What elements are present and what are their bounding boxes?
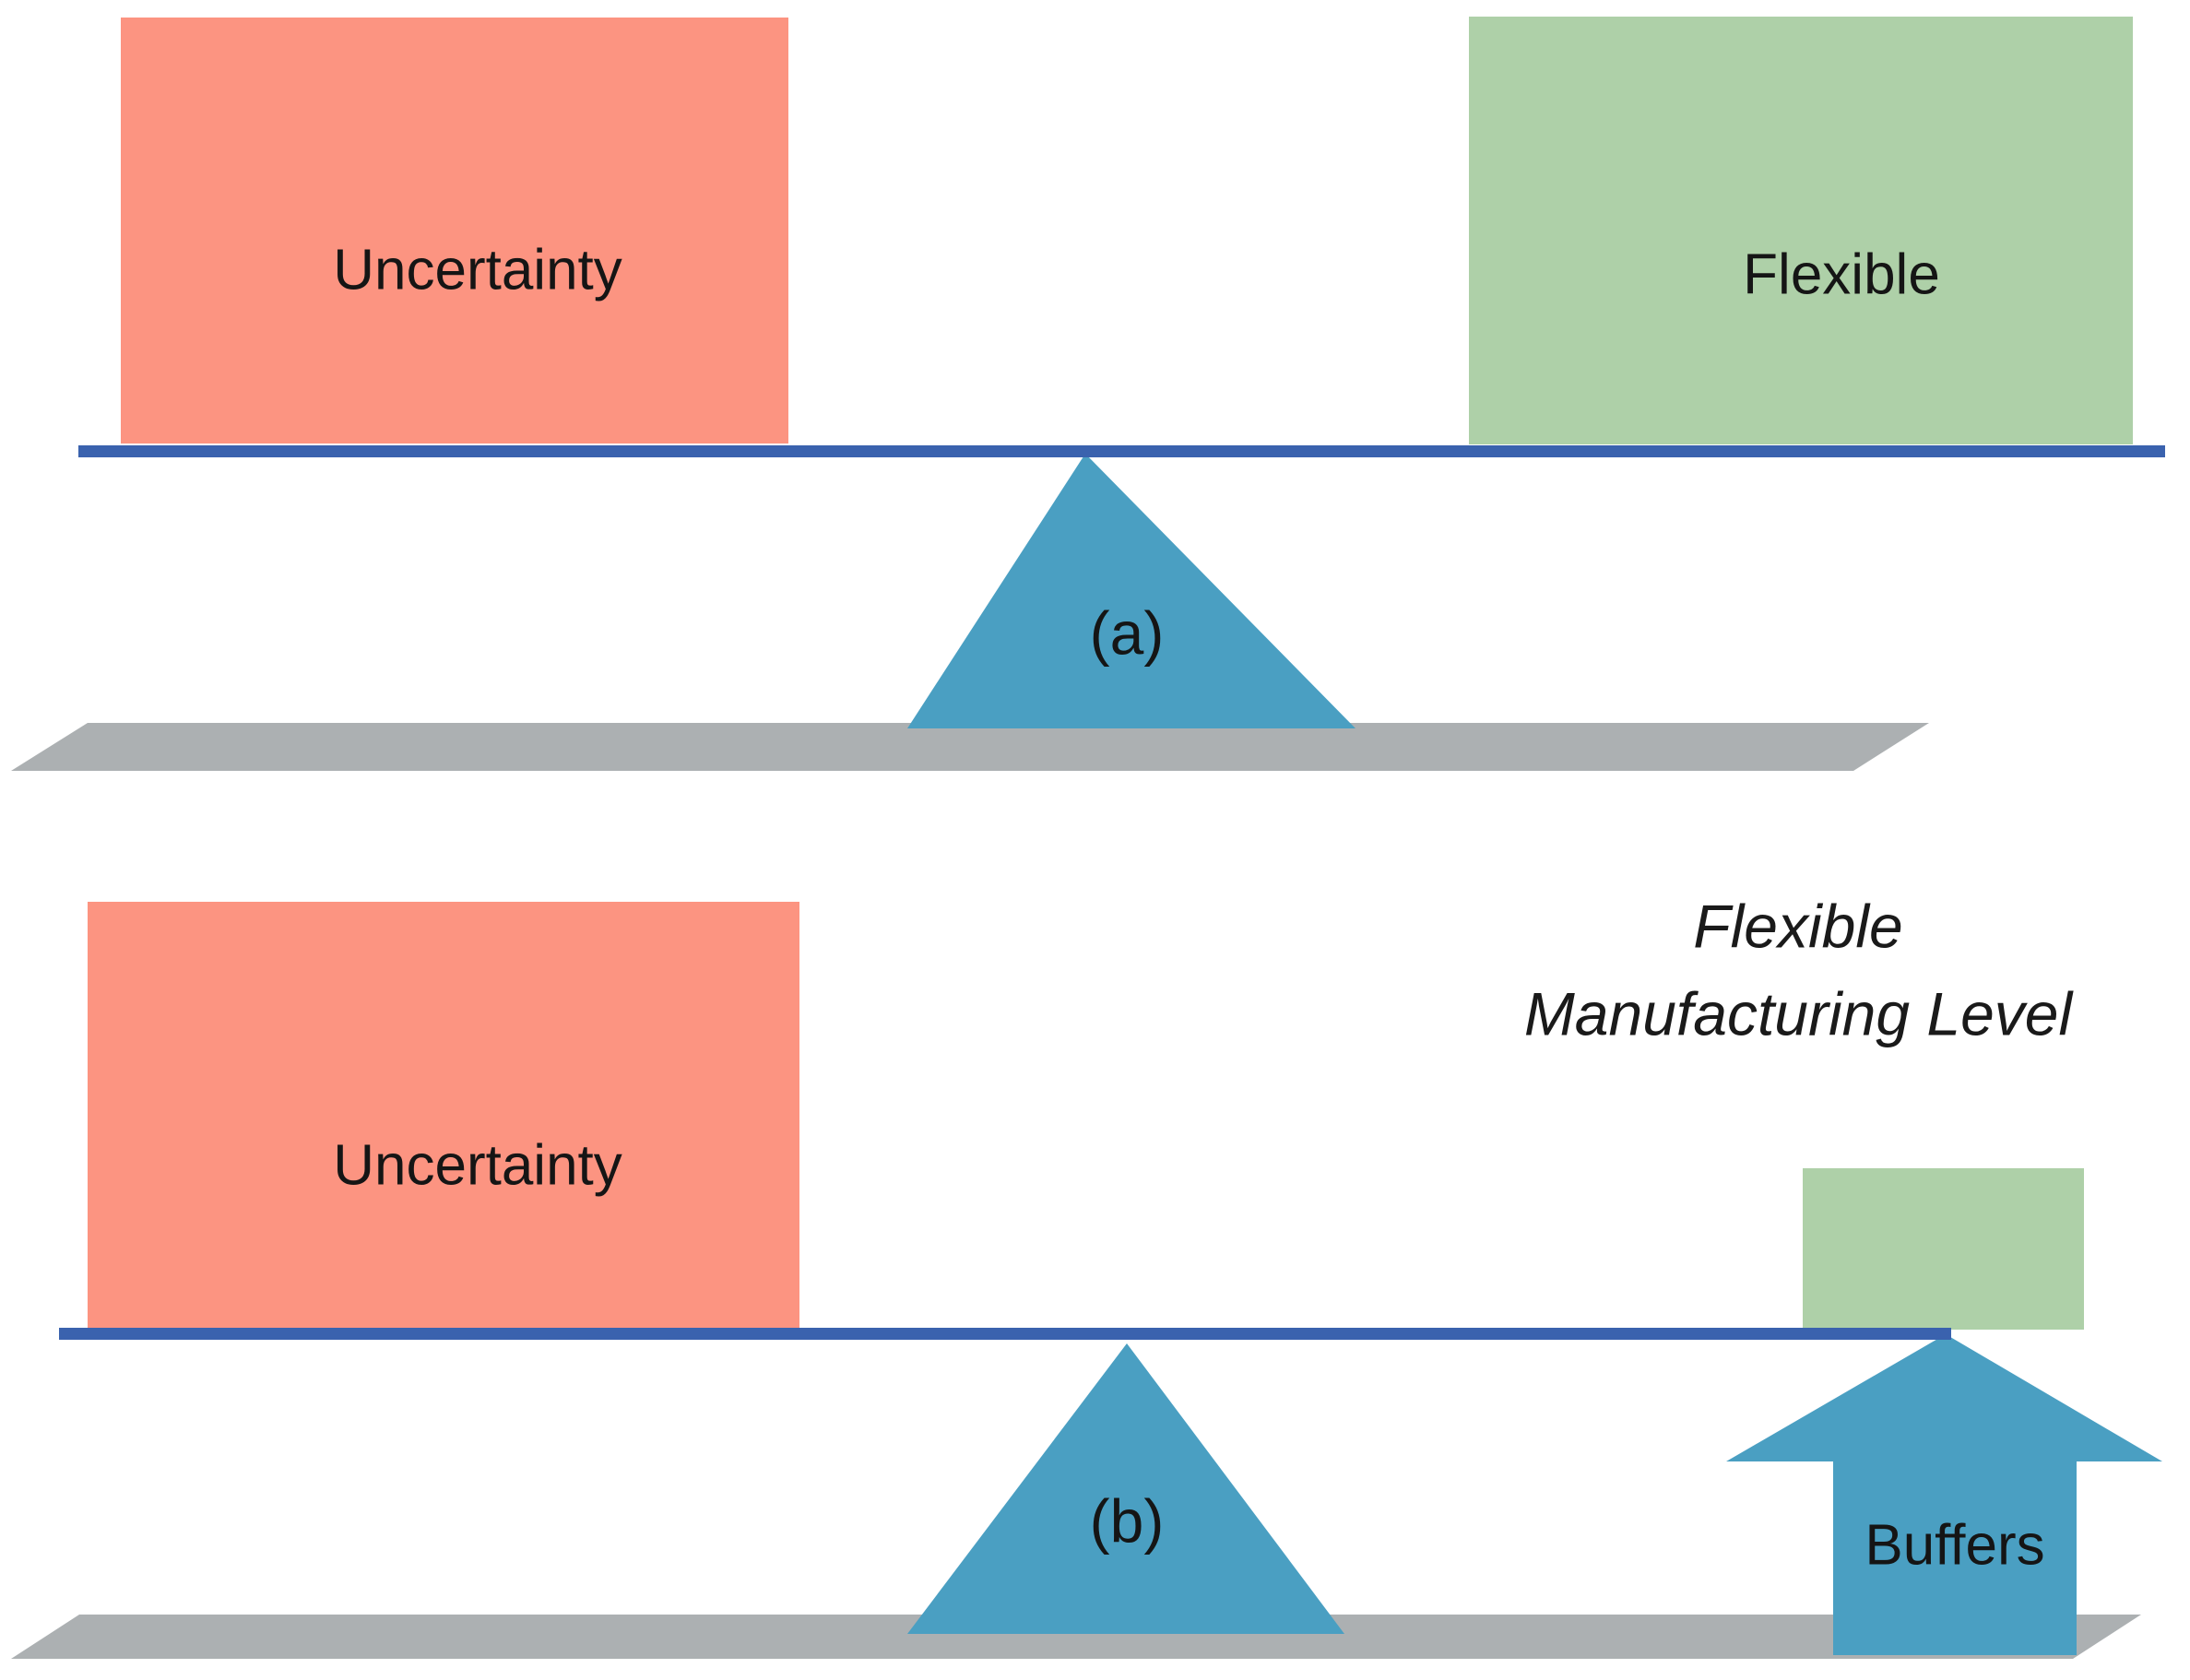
panel-a-fulcrum-label: (a) [1090, 598, 1165, 667]
panel-b-annotation-line-1: Flexible [1693, 892, 1902, 960]
panel-b-fulcrum-label: (b) [1090, 1486, 1165, 1555]
panel-a-uncertainty-box [121, 18, 788, 444]
panel-a-uncertainty-label: Uncertainty [333, 238, 622, 302]
panel-b-fulcrum-triangle [907, 1343, 1344, 1634]
panel-b-annotation-line-2: Manufacturing Level [1524, 979, 2075, 1047]
panel-a-flexible-label: Flexible [1743, 243, 1940, 306]
panel-b-flexible-box-small [1803, 1168, 2084, 1330]
panel-b-lever-line [59, 1328, 1951, 1340]
panel-a-lever-line [78, 445, 2165, 457]
panel-a-ground [11, 723, 1929, 771]
panel-a-fulcrum-triangle [907, 454, 1355, 728]
panel-b-uncertainty-box [88, 902, 799, 1330]
panel-a: (a) Uncertainty Flexible [11, 17, 2165, 771]
panel-b-ground [11, 1615, 2141, 1659]
panel-b-buffers-label: Buffers [1864, 1513, 2044, 1577]
panel-b-buffers-arrow [1726, 1334, 2162, 1655]
panel-b: (b) Buffers Uncertainty Flexible Manufac… [11, 892, 2162, 1659]
panel-b-uncertainty-label: Uncertainty [333, 1133, 622, 1197]
panel-a-flexible-box [1469, 17, 2133, 444]
